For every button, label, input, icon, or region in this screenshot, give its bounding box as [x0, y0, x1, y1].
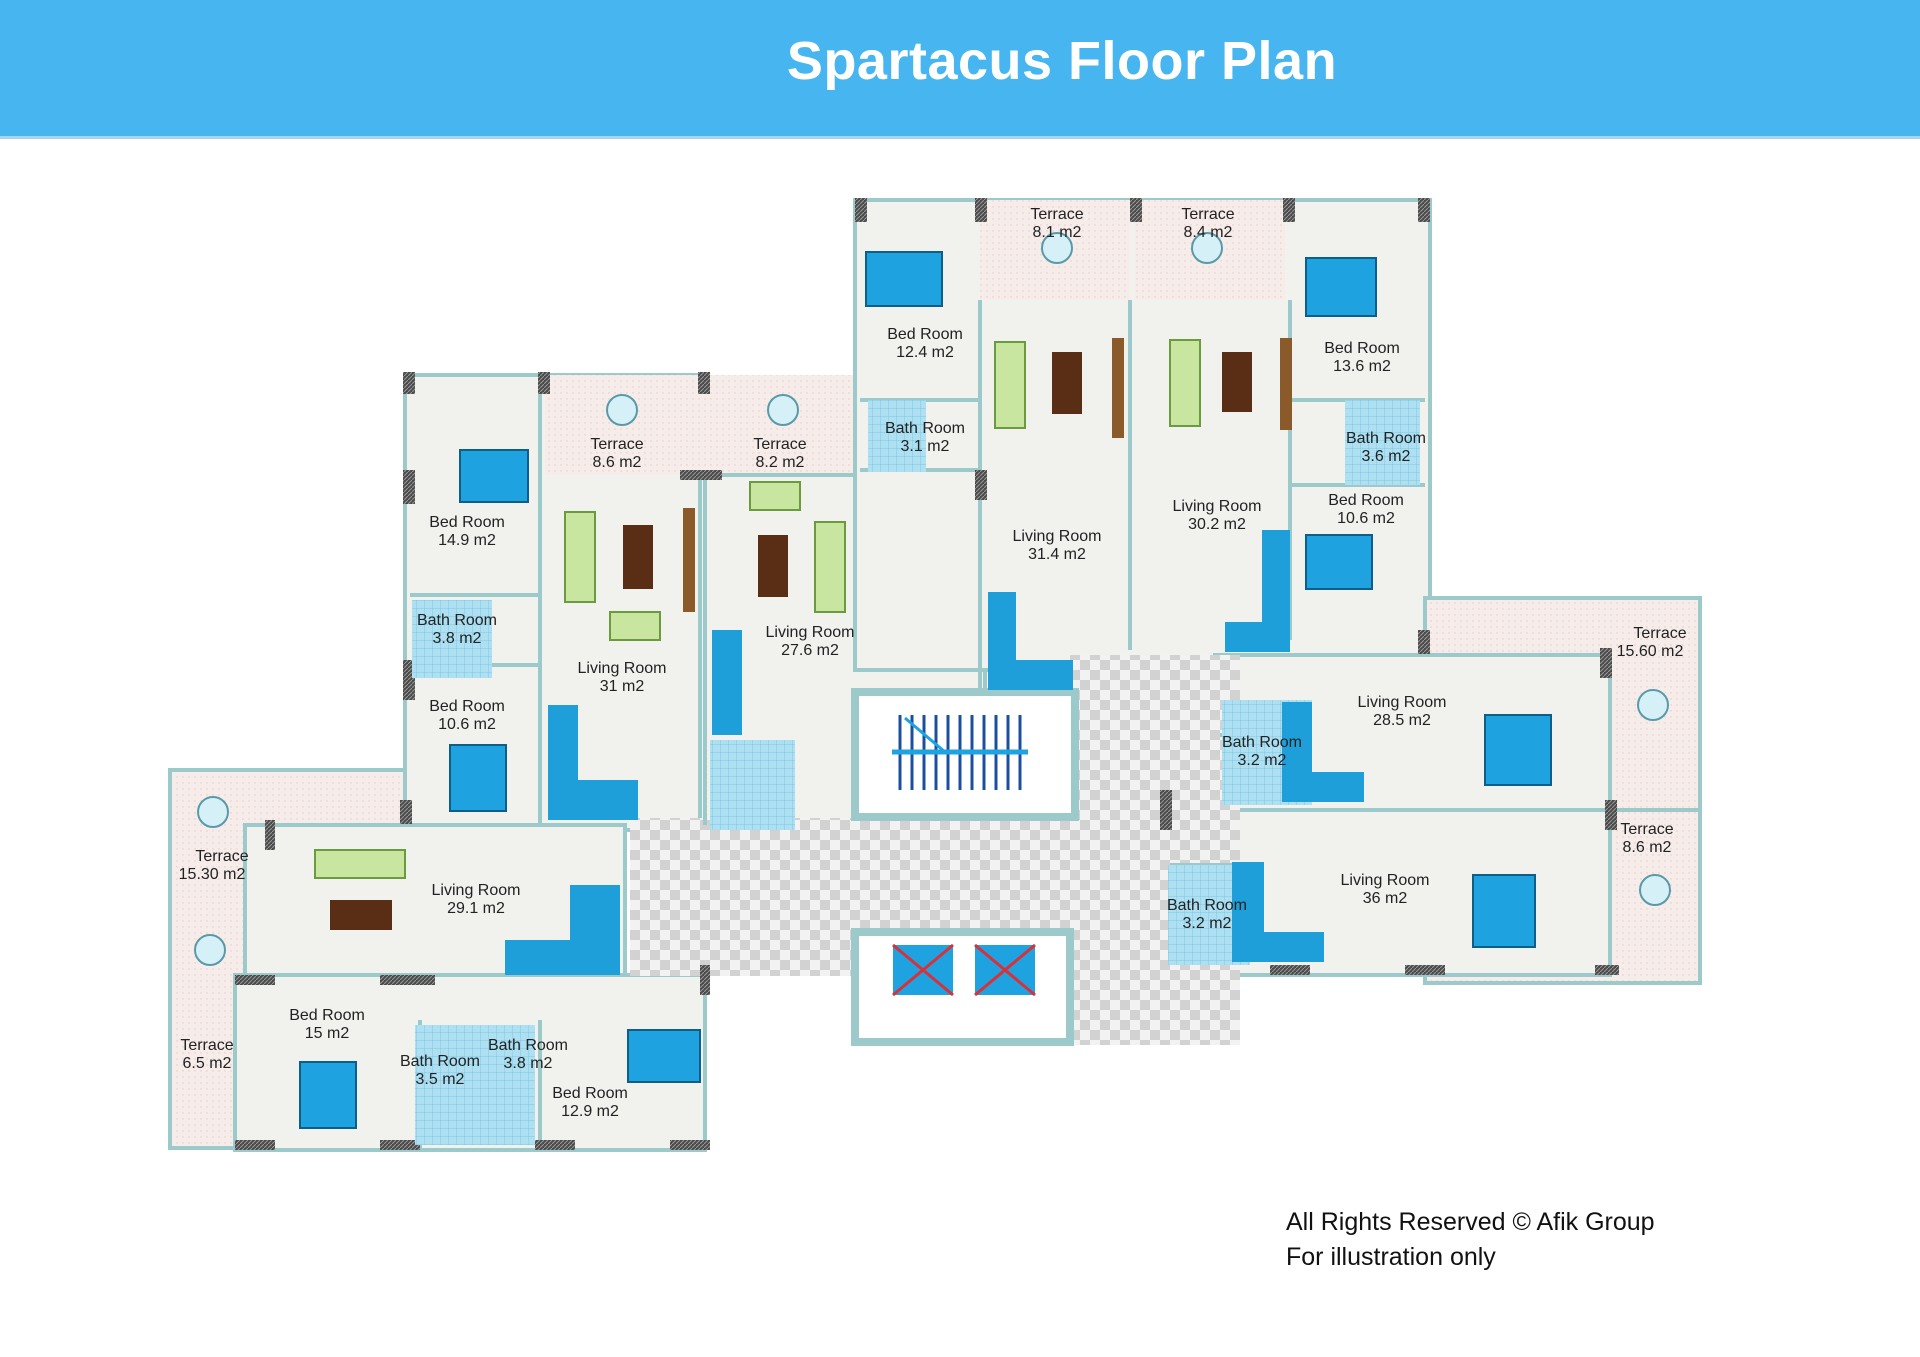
stairwell	[851, 688, 1079, 821]
room-name: Bath Room	[885, 420, 965, 437]
room-area: 31 m2	[600, 678, 645, 695]
copyright-text: All Rights Reserved © Afik Group	[1286, 1208, 1655, 1236]
room-labels: Terrace 8.1 m2 Terrace 8.4 m2 Bed Room 1…	[179, 206, 1687, 1120]
room-name: Bed Room	[1328, 492, 1404, 509]
room-area: 12.9 m2	[561, 1103, 619, 1120]
room-area: 8.6 m2	[1623, 839, 1672, 856]
room-area: 31.4 m2	[1028, 546, 1086, 563]
room-area: 8.4 m2	[1184, 224, 1233, 241]
room-name: Bath Room	[400, 1053, 480, 1070]
elevator-shaft	[851, 928, 1074, 1046]
room-area: 36 m2	[1363, 890, 1408, 907]
room-name: Bed Room	[887, 326, 963, 343]
room-area: 3.5 m2	[416, 1071, 465, 1088]
room-name: Living Room	[432, 882, 521, 899]
room-area: 3.6 m2	[1362, 448, 1411, 465]
room-area: 3.2 m2	[1183, 915, 1232, 932]
header-bar	[0, 0, 1920, 136]
room-name: Bed Room	[289, 1007, 365, 1024]
room-name: Terrace	[1620, 821, 1673, 838]
room-area: 30.2 m2	[1188, 516, 1246, 533]
room-name: Bath Room	[488, 1037, 568, 1054]
room-area: 10.6 m2	[1337, 510, 1395, 527]
room-name: Terrace	[590, 436, 643, 453]
room-area: 12.4 m2	[896, 344, 954, 361]
room-area: 8.2 m2	[756, 454, 805, 471]
room-area: 10.6 m2	[438, 716, 496, 733]
room-area: 15.30 m2	[179, 866, 246, 883]
terrace-tables	[194, 232, 1671, 966]
room-area: 8.6 m2	[593, 454, 642, 471]
footer-notes: All Rights Reserved © Afik Group For ill…	[1286, 1205, 1655, 1275]
room-area: 3.1 m2	[901, 438, 950, 455]
room-name: Terrace	[195, 848, 248, 865]
room-area: 3.8 m2	[433, 630, 482, 647]
room-name: Living Room	[1173, 498, 1262, 515]
header-divider	[0, 136, 1920, 139]
room-name: Bed Room	[552, 1085, 628, 1102]
room-name: Living Room	[578, 660, 667, 677]
room-name: Bed Room	[429, 514, 505, 531]
room-area: 8.1 m2	[1033, 224, 1082, 241]
room-name: Bed Room	[429, 698, 505, 715]
room-name: Bath Room	[417, 612, 497, 629]
room-area: 29.1 m2	[447, 900, 505, 917]
room-name: Terrace	[1181, 206, 1234, 223]
room-name: Terrace	[1030, 206, 1083, 223]
living-furniture	[314, 338, 1292, 930]
room-name: Living Room	[1013, 528, 1102, 545]
kitchens	[505, 530, 1364, 975]
disclaimer-text: For illustration only	[1286, 1243, 1496, 1271]
room-name: Bath Room	[1222, 734, 1302, 751]
room-area: 6.5 m2	[183, 1055, 232, 1072]
room-area: 15.60 m2	[1617, 643, 1684, 660]
room-name: Bed Room	[1324, 340, 1400, 357]
room-area: 3.2 m2	[1238, 752, 1287, 769]
beds	[299, 251, 1552, 1129]
room-area: 3.8 m2	[504, 1055, 553, 1072]
room-area: 27.6 m2	[781, 642, 839, 659]
common-corridor	[630, 655, 1240, 1045]
room-area: 14.9 m2	[438, 532, 496, 549]
room-name: Living Room	[1358, 694, 1447, 711]
room-area: 28.5 m2	[1373, 712, 1431, 729]
room-area: 15 m2	[305, 1025, 350, 1042]
room-name: Living Room	[1341, 872, 1430, 889]
room-name: Terrace	[753, 436, 806, 453]
room-area: 13.6 m2	[1333, 358, 1391, 375]
room-name: Bath Room	[1346, 430, 1426, 447]
room-name: Terrace	[1633, 625, 1686, 642]
room-name: Bath Room	[1167, 897, 1247, 914]
room-name: Living Room	[766, 624, 855, 641]
room-name: Terrace	[180, 1037, 233, 1054]
page-title: Spartacus Floor Plan	[786, 31, 1338, 91]
